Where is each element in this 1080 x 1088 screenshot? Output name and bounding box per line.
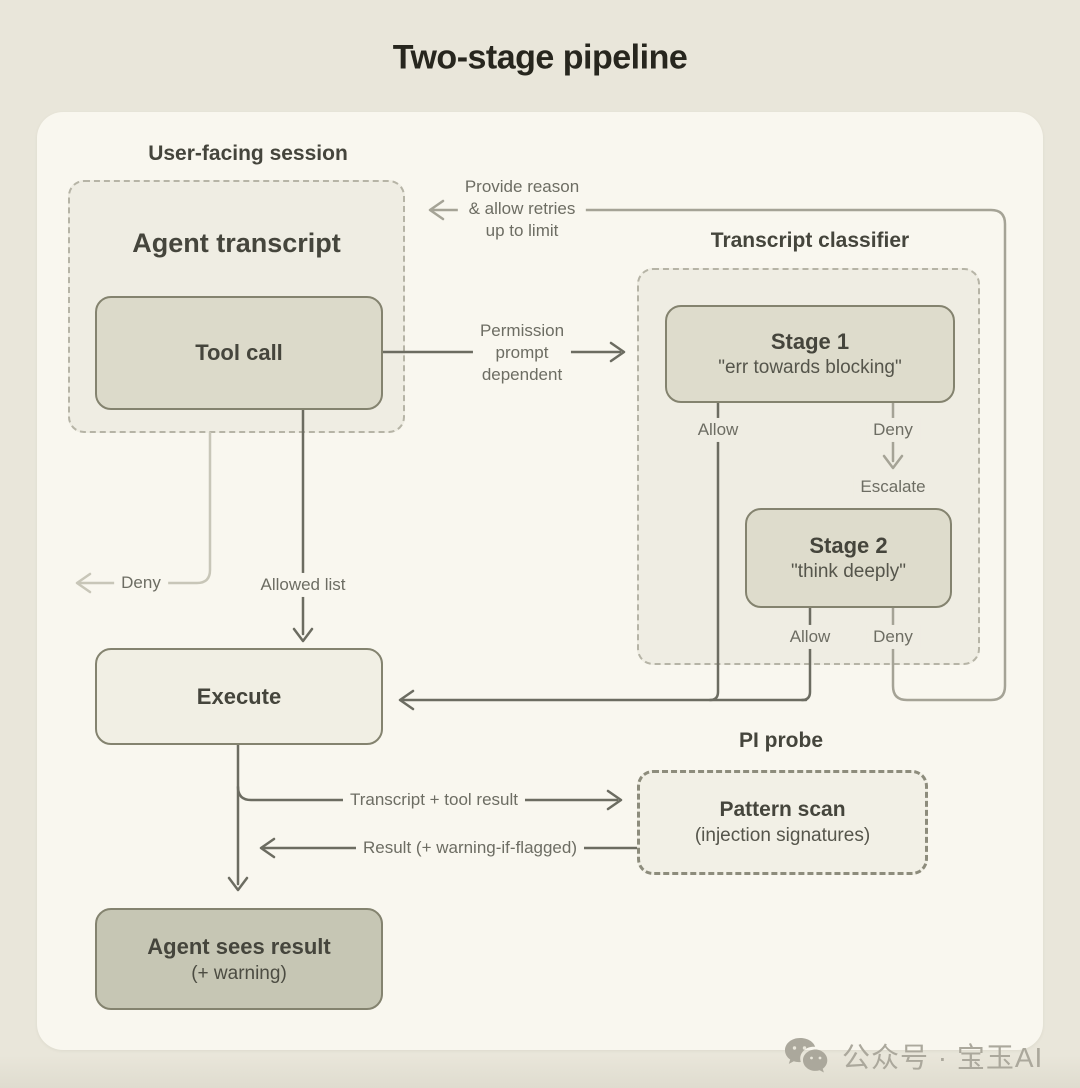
agent-transcript-title: Agent transcript (132, 228, 341, 258)
tool-call-node: Tool call (95, 296, 383, 410)
stage1-subtitle: "err towards blocking" (718, 357, 902, 378)
edge-label-permission-prompt: Permission prompt dependent (472, 318, 572, 388)
edge-label-stage1-allow: Allow (690, 417, 746, 443)
edge-label-stage2-allow: Allow (782, 624, 838, 650)
pattern-scan-subtitle: (injection signatures) (694, 825, 871, 846)
tool-call-label: Tool call (195, 340, 283, 365)
edge-label-to-probe: Transcript + tool result (342, 787, 526, 813)
edge-label-escalate: Escalate (853, 474, 933, 500)
edge-label-provide-reason: Provide reason & allow retries up to lim… (457, 174, 587, 244)
pattern-scan-title: Pattern scan (719, 798, 846, 821)
edge-label-stage1-deny: Deny (866, 417, 920, 443)
edge-label-allowed-list: Allowed list (253, 572, 353, 598)
execute-node: Execute (95, 648, 383, 745)
edge-label-from-probe: Result (+ warning-if-flagged) (355, 835, 585, 861)
pattern-scan-node: Pattern scan (injection signatures) (637, 770, 928, 875)
agent-sees-result-node: Agent sees result (+ warning) (95, 908, 383, 1010)
edge-label-transcript-deny: Deny (114, 570, 168, 596)
watermark-text: 公众号 · 宝玉AI (842, 1042, 1044, 1073)
execute-label: Execute (196, 683, 282, 709)
agent-sees-result-title: Agent sees result (147, 933, 331, 959)
stage2-title: Stage 2 (809, 533, 888, 558)
agent-sees-result-subtitle: (+ warning) (191, 962, 287, 984)
user-facing-session-label: User-facing session (148, 142, 348, 165)
stage2-node: Stage 2 "think deeply" (745, 508, 952, 608)
watermark: 公众号 · 宝玉AI (782, 1036, 1043, 1076)
stage2-subtitle: "think deeply" (791, 561, 906, 582)
edge-label-stage2-deny: Deny (866, 624, 920, 650)
stage1-node: Stage 1 "err towards blocking" (665, 305, 955, 403)
wechat-icon (785, 1038, 828, 1073)
transcript-classifier-label: Transcript classifier (710, 229, 910, 252)
pi-probe-label: PI probe (738, 729, 824, 752)
page-title: Two-stage pipeline (392, 38, 688, 77)
stage1-title: Stage 1 (770, 329, 850, 354)
